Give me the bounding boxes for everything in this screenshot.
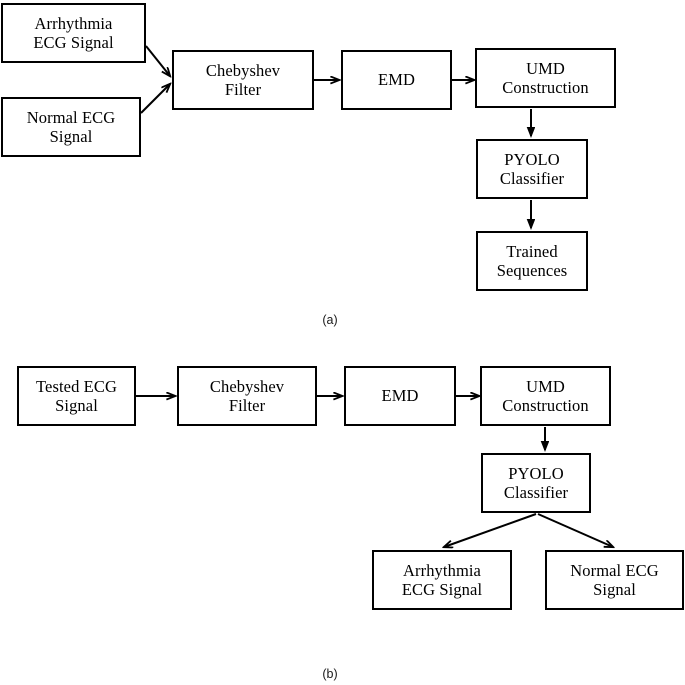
node-tested-input-b[interactable]: Tested ECG Signal bbox=[17, 366, 136, 426]
node-label: PYOLO Classifier bbox=[499, 149, 565, 188]
node-umd-construction-b[interactable]: UMD Construction bbox=[480, 366, 611, 426]
node-label: PYOLO Classifier bbox=[503, 463, 569, 502]
node-arrhythmia-input-a[interactable]: Arrhythmia ECG Signal bbox=[1, 3, 146, 63]
node-emd-b[interactable]: EMD bbox=[344, 366, 456, 426]
node-normal-input-a[interactable]: Normal ECG Signal bbox=[1, 97, 141, 157]
node-label: UMD Construction bbox=[502, 376, 589, 415]
subfigure-caption-a: (a) bbox=[322, 313, 338, 327]
node-label: Tested ECG Signal bbox=[36, 376, 117, 415]
node-label: Chebyshev Filter bbox=[209, 376, 285, 415]
node-emd-a[interactable]: EMD bbox=[341, 50, 452, 110]
node-label: Trained Sequences bbox=[496, 241, 568, 280]
edge-arrhythmia-to-chebyshev bbox=[145, 45, 170, 76]
node-label: Normal ECG Signal bbox=[26, 107, 116, 146]
node-trained-sequences-a[interactable]: Trained Sequences bbox=[476, 231, 588, 291]
subfigure-caption-b: (b) bbox=[322, 667, 338, 681]
node-label: Arrhythmia ECG Signal bbox=[401, 560, 483, 599]
edge-pyolo-to-normal-output bbox=[537, 513, 613, 547]
node-label: Normal ECG Signal bbox=[570, 560, 659, 599]
edge-normal-to-chebyshev bbox=[140, 84, 170, 114]
node-normal-output-b[interactable]: Normal ECG Signal bbox=[545, 550, 684, 610]
node-pyolo-classifier-b[interactable]: PYOLO Classifier bbox=[481, 453, 591, 513]
node-label: Chebyshev Filter bbox=[205, 60, 281, 99]
node-chebyshev-filter-a[interactable]: Chebyshev Filter bbox=[172, 50, 314, 110]
node-label: EMD bbox=[381, 386, 419, 406]
edge-pyolo-to-arrhythmia-output bbox=[444, 513, 537, 547]
node-label: EMD bbox=[378, 70, 415, 90]
node-label: Arrhythmia ECG Signal bbox=[33, 13, 114, 52]
node-pyolo-classifier-a[interactable]: PYOLO Classifier bbox=[476, 139, 588, 199]
node-label: UMD Construction bbox=[502, 58, 589, 97]
node-arrhythmia-output-b[interactable]: Arrhythmia ECG Signal bbox=[372, 550, 512, 610]
node-chebyshev-filter-b[interactable]: Chebyshev Filter bbox=[177, 366, 317, 426]
node-umd-construction-a[interactable]: UMD Construction bbox=[475, 48, 616, 108]
